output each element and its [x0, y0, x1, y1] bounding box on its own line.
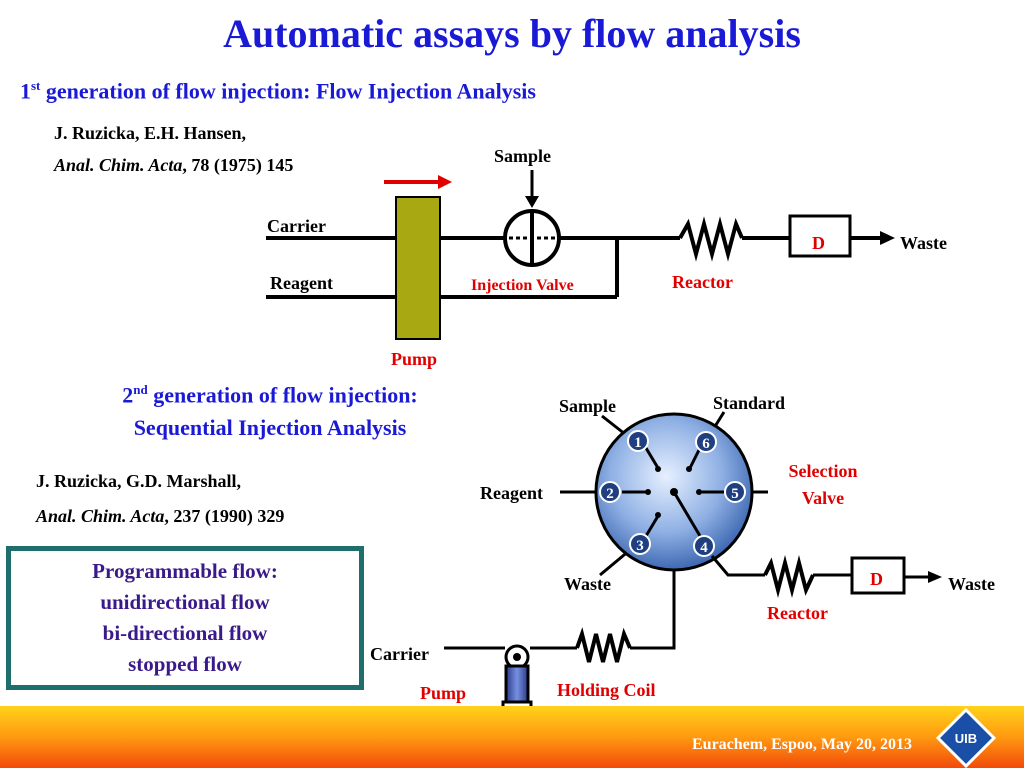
port-1: 1 — [627, 430, 649, 452]
gen2-heading: 2nd generation of flow injection: — [40, 382, 500, 408]
port-4-label: 4 — [700, 540, 708, 556]
gen2-sup: nd — [133, 382, 148, 397]
gen2-num: 2 — [122, 382, 134, 408]
gen2-detector-label: D — [870, 569, 883, 589]
port4-to-reactor-line — [710, 555, 765, 577]
port-6-label: 6 — [702, 436, 710, 452]
feature-line: unidirectional flow — [100, 590, 270, 614]
port-2: 2 — [599, 481, 621, 503]
port-3: 3 — [629, 533, 651, 555]
gen1-heading-text: generation of flow injection: Flow Injec… — [40, 78, 536, 104]
port-2-label: 2 — [606, 486, 614, 502]
gen2-reactor-label: Reactor — [767, 603, 828, 623]
sia-waste-arrow — [904, 571, 942, 583]
features-box: Programmable flow: unidirectional flow b… — [6, 546, 364, 690]
footer-text: Eurachem, Espoo, May 20, 2013 — [692, 736, 912, 753]
port-5-label: 5 — [731, 486, 739, 502]
port-1-label: 1 — [634, 435, 642, 451]
gen2-standard-label: Standard — [713, 393, 786, 413]
gen2-ref-details: , 237 (1990) 329 — [164, 506, 285, 526]
gen2-selection-valve-label-1: Selection — [788, 461, 858, 481]
gen2-holding-coil-label: Holding Coil — [557, 680, 656, 700]
gen2-ref-citation: Anal. Chim. Acta, 237 (1990) 329 — [36, 506, 284, 527]
detector-box — [788, 214, 852, 258]
port-5: 5 — [724, 481, 746, 503]
uib-logo-text: UIB — [955, 731, 977, 746]
gen1-sup: st — [31, 78, 41, 93]
feature-line: stopped flow — [128, 652, 242, 676]
feature-line: bi-directional flow — [102, 621, 268, 645]
gen1-num: 1 — [20, 78, 31, 104]
gen2-waste-right-label: Waste — [948, 574, 995, 594]
gen1-detector-label: D — [812, 233, 825, 253]
gen2-selection-valve-label-2: Valve — [801, 488, 845, 508]
waste-arrow — [850, 231, 895, 245]
holding-coil — [575, 627, 632, 663]
gen1-heading: 1st generation of flow injection: Flow I… — [20, 78, 536, 104]
gen1-pump-label: Pump — [391, 349, 438, 369]
gen2-sample-label: Sample — [559, 396, 617, 416]
valve-to-holding-coil-line — [630, 570, 676, 650]
gen1-reagent-label: Reagent — [270, 273, 333, 293]
reactor-coil — [678, 216, 744, 262]
gen2-carrier-label: Carrier — [370, 644, 429, 664]
port-3-label: 3 — [636, 538, 644, 554]
gen2-pump-label: Pump — [420, 683, 467, 703]
gen1-waste-label: Waste — [900, 233, 947, 253]
injection-valve — [503, 209, 561, 267]
footer-bar — [0, 706, 1024, 768]
sia-reactor-coil — [763, 555, 815, 598]
valve-channel-ends — [645, 466, 702, 518]
port-6: 6 — [695, 431, 717, 453]
gen2-reagent-label: Reagent — [480, 483, 543, 503]
gen1-sample-label: Sample — [494, 146, 552, 166]
gen2-heading-line2: Sequential Injection Analysis — [133, 415, 407, 440]
gen1-ref-citation: Anal. Chim. Acta, 78 (1975) 145 — [54, 155, 293, 176]
gen2-waste-left-label: Waste — [564, 574, 611, 594]
gen2-ref-journal: Anal. Chim. Acta — [36, 506, 165, 526]
gen1-carrier-label: Carrier — [267, 216, 326, 236]
gen1-ref-authors: J. Ruzicka, E.H. Hansen, — [54, 123, 247, 143]
valve-channels — [622, 447, 724, 537]
gen1-injection-valve-label: Injection Valve — [471, 277, 574, 294]
pump-column — [395, 196, 441, 340]
sample-arrow — [525, 170, 539, 208]
gen1-ref-details: , 78 (1975) 145 — [182, 155, 294, 175]
port-4: 4 — [693, 535, 715, 557]
flow-direction-arrow — [384, 175, 452, 189]
gen1-reactor-label: Reactor — [672, 272, 733, 292]
gen1-ref-journal: Anal. Chim. Acta — [54, 155, 183, 175]
feature-line: Programmable flow: — [92, 559, 278, 583]
gen2-ref-authors: J. Ruzicka, G.D. Marshall, — [36, 471, 241, 491]
gen2-heading-text: generation of flow injection: — [147, 382, 418, 408]
uib-logo: UIB — [936, 708, 996, 768]
page-title: Automatic assays by flow analysis — [223, 11, 801, 56]
